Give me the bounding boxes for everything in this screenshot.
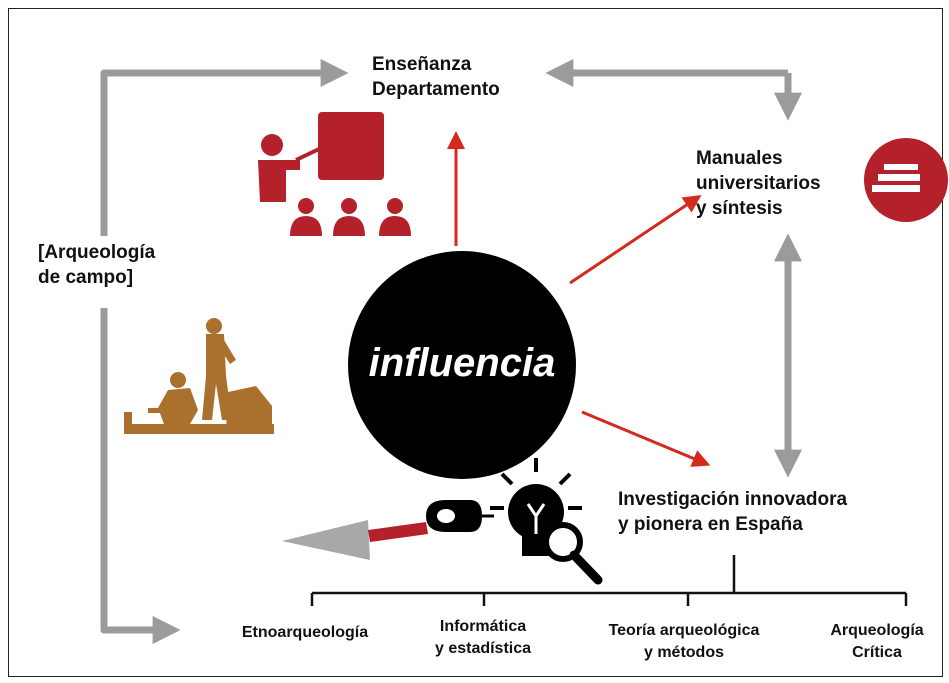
arrow-influence-to-manuales (569, 194, 702, 285)
books-stack-icon (864, 138, 948, 222)
influence-label: influencia (368, 341, 556, 385)
arrow-influence-to-investigacion (581, 410, 711, 467)
red-arrows (447, 131, 711, 467)
arrow-campo-to-ensenanza (100, 59, 349, 236)
branch-etnoarqueologia: Etnoarqueología (241, 624, 369, 641)
node-manuales: Manuales universitarios y síntesis (696, 148, 821, 219)
arrow-campo-to-etnoarqueologia (100, 308, 181, 644)
node-investigacion: Investigación innovadora y pionera en Es… (618, 489, 848, 535)
branch-bracket (310, 555, 908, 606)
excavators-icon (124, 318, 274, 434)
node-arqueologia-campo: [Arqueología de campo] (38, 242, 156, 288)
branch-arqueologia-critica: Arqueología Crítica (830, 622, 924, 661)
lightbulb-magnifier-icon (490, 458, 603, 585)
trowel-icon (282, 520, 428, 560)
branch-informatica: Informática y estadística (434, 618, 532, 657)
gray-connectors (100, 59, 802, 644)
mouse-icon (426, 500, 494, 532)
node-ensenanza: Enseñanza Departamento (372, 54, 500, 100)
teacher-classroom-icon (258, 112, 411, 236)
branch-teoria: Teoría arqueológica y métodos (608, 622, 760, 661)
influence-circle (348, 251, 576, 479)
diagram-frame (8, 8, 943, 677)
